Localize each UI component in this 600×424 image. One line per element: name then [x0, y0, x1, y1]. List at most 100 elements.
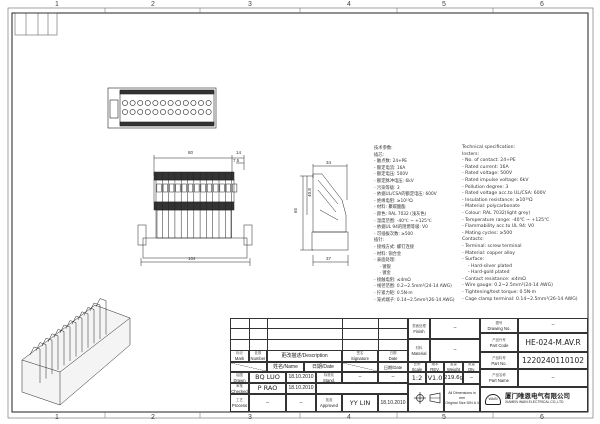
- date-column-header: 日期/Date: [304, 362, 342, 372]
- spec-line: - 依据UL/CSA的额定电压: 600V: [374, 192, 437, 198]
- contact-pin: [144, 109, 151, 115]
- approved-name: YY LIN: [342, 394, 378, 412]
- spec-line: - 额定脉冲电压: 6kV: [374, 178, 414, 184]
- screw-terminal: [200, 183, 206, 193]
- connector-side-view: [300, 164, 349, 266]
- spec-line: - Rated voltage acc.to UL/CSA: 600V: [462, 191, 546, 197]
- contact-pin: [182, 109, 189, 115]
- spec-line: - 绝缘电阻: ≥10¹⁰Ω: [374, 198, 413, 204]
- contact-pin: [167, 109, 174, 115]
- spec-line: Insters:: [462, 151, 480, 157]
- spec-line: - 可插拔次数: ≥500: [374, 231, 414, 237]
- contact-pin: [152, 109, 159, 115]
- spec-line: - No. of contact: 24+PE: [462, 158, 516, 164]
- revision-box: [14, 12, 58, 36]
- checked-name: P RAO: [249, 383, 286, 394]
- zone-label: 5: [442, 1, 446, 8]
- drawing-no-value: –: [518, 318, 588, 333]
- spec-line: - 线径范围: 0.2~2.5mm²(24-14 AWG): [374, 284, 452, 290]
- contact-pin: [137, 100, 144, 106]
- screw-terminal: [225, 183, 231, 193]
- projection-icon: [414, 392, 441, 404]
- contact-pin: [122, 100, 128, 106]
- spec-line: 插针:: [374, 238, 385, 244]
- spec-line: - 污染等级: 3: [374, 185, 400, 191]
- contact-pin: [198, 109, 204, 115]
- zone-label: 3: [248, 414, 252, 421]
- screw-terminal: [175, 183, 181, 193]
- dimension-80: 80: [188, 150, 194, 155]
- drawn-date: 18.10.2010: [286, 372, 316, 383]
- zone-label: 4: [347, 414, 351, 421]
- terminal-rib: [83, 307, 95, 344]
- process-name: –: [249, 394, 286, 412]
- contact-pin: [182, 100, 189, 106]
- contact-pin: [205, 109, 212, 115]
- spec-line: - Rated current: 16A: [462, 164, 509, 170]
- contact-pin: [122, 109, 128, 115]
- spec-line: - Contact resistance: ≤4mΩ: [462, 276, 526, 282]
- contact-pin: [198, 100, 204, 106]
- company-block: WAIN 厦门唯恩电气有限公司 XIAMEN WAIN ELECTRICAL C…: [480, 387, 588, 412]
- contact-pin: [205, 100, 212, 106]
- technical-spec-chinese: 技术参数:插芯:- 触点数: 24+PE- 额定电流: 16A- 额定电压: 5…: [374, 146, 455, 304]
- projection-symbol: [408, 384, 444, 412]
- contact-pin: [167, 100, 174, 106]
- spec-line: - Mating cycles: ≥500: [462, 230, 513, 236]
- contact-pin: [152, 100, 159, 106]
- spec-line: 插芯:: [374, 152, 385, 158]
- process-date: –: [286, 394, 316, 412]
- screw-terminal: [206, 183, 212, 193]
- diagonal-cell: [230, 362, 267, 372]
- zone-label: 1: [55, 414, 59, 421]
- zone-label: 6: [540, 414, 544, 421]
- weight-value: 219.6g: [444, 372, 463, 384]
- description-header: 更改描述/Description: [267, 350, 342, 362]
- drawn-name: BQ LUO: [249, 372, 286, 383]
- spec-line: Contacts:: [462, 237, 484, 243]
- spec-line: · 镀金: [374, 271, 391, 277]
- spec-line: - Pollution degree: 3: [462, 184, 509, 190]
- spec-line: · 镀银: [374, 264, 391, 270]
- contact-pin: [175, 109, 182, 115]
- name-header: 姓名/Name: [267, 362, 304, 372]
- zone-label: 1: [55, 1, 59, 8]
- spec-line: - Material: polycarbonate: [462, 204, 520, 210]
- contact-pin: [190, 100, 197, 106]
- spec-line: - Cage clamp terminal: 0.14~2.5mm²(26-14…: [462, 296, 578, 302]
- terminal-rib: [29, 346, 41, 383]
- terminal-rib: [47, 333, 59, 370]
- spec-line: - 接触电阻: ≤4mΩ: [374, 277, 411, 283]
- spec-line: - 笼式端子: 0.14~2.5mm²(26-14 AWG): [374, 297, 455, 303]
- terminal-rib: [77, 311, 89, 348]
- terminal-rib: [53, 329, 65, 366]
- zone-label: 3: [248, 1, 252, 8]
- contact-pin: [129, 100, 136, 106]
- spec-line: - Terminal: screw terminal: [462, 243, 522, 249]
- spec-line: - Material: copper alloy: [462, 250, 516, 256]
- spec-line: Technical specification:: [462, 145, 516, 150]
- scale-value: 1:2: [408, 372, 426, 384]
- terminal-rib: [89, 302, 101, 339]
- company-name-en: XIAMEN WAIN ELECTRICAL CO.,LTD: [505, 400, 564, 404]
- contact-pin: [129, 109, 136, 115]
- screw-terminal: [188, 183, 194, 193]
- zone-label: 5: [442, 414, 446, 421]
- screw-terminal: [181, 183, 187, 193]
- qty-value: –: [463, 372, 480, 384]
- contact-pin: [144, 100, 151, 106]
- part-code-value: HE-024-M.AV.R: [518, 333, 588, 352]
- dimension-7-5: 7.5: [233, 158, 240, 163]
- spec-line: - Hard-silver plated: [462, 263, 512, 269]
- technical-spec-english: Technical specification:Insters:- No. of…: [462, 145, 578, 303]
